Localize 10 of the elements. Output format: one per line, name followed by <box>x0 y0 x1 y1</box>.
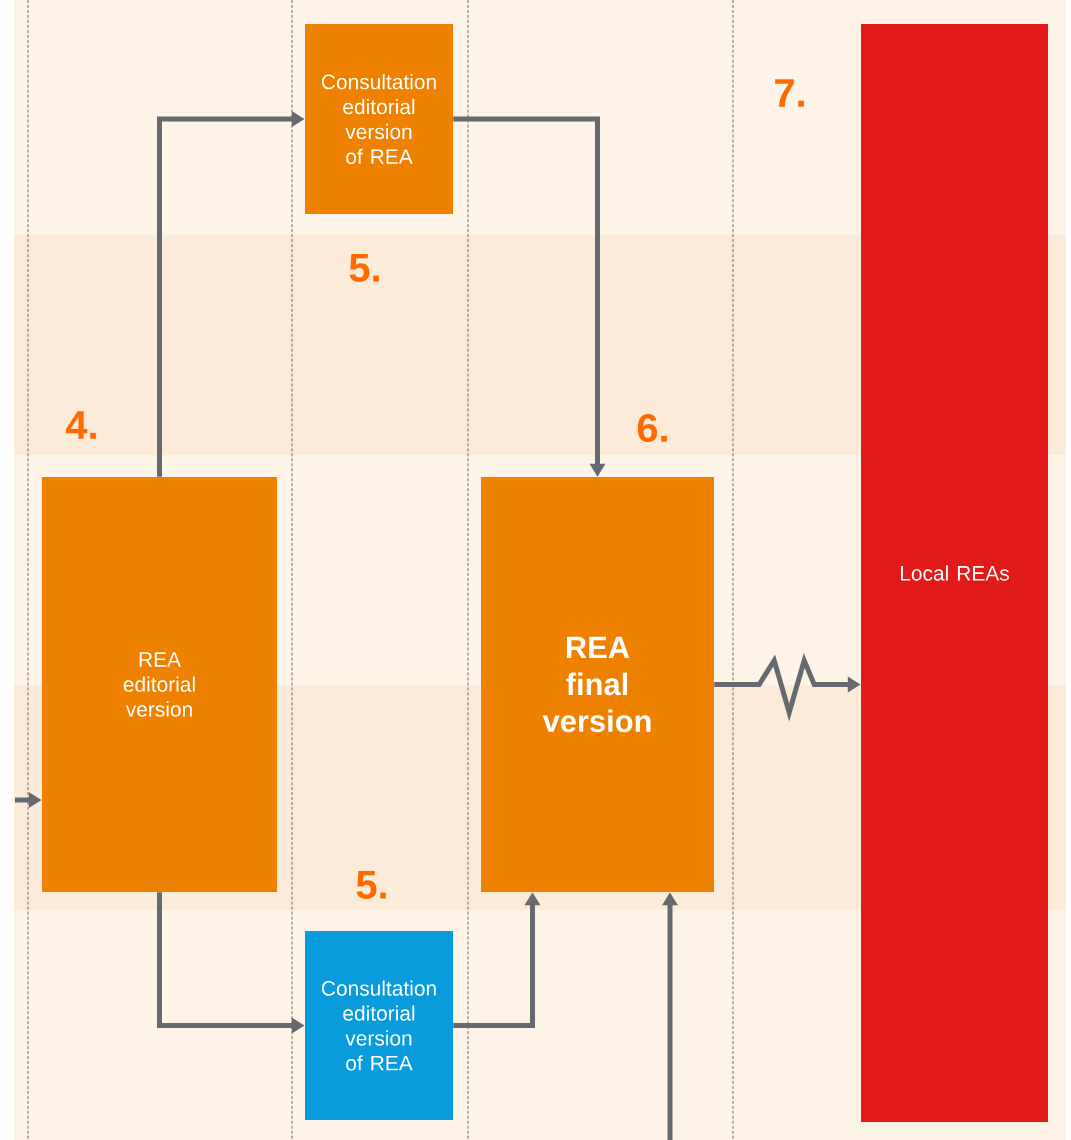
process-box: Consultation editorial version of REA <box>305 931 453 1120</box>
process-box: REA editorial version <box>42 477 277 892</box>
process-box: Local REAs <box>861 24 1048 1122</box>
step-number: 7. <box>775 79 804 107</box>
step-number: 5. <box>356 871 386 899</box>
process-box: Consultation editorial version of REA <box>305 24 453 214</box>
step-number: 5. <box>349 254 379 282</box>
step-number: 6. <box>637 413 667 443</box>
step-number: 4. <box>66 411 96 439</box>
process-box: REA final version <box>481 477 714 892</box>
